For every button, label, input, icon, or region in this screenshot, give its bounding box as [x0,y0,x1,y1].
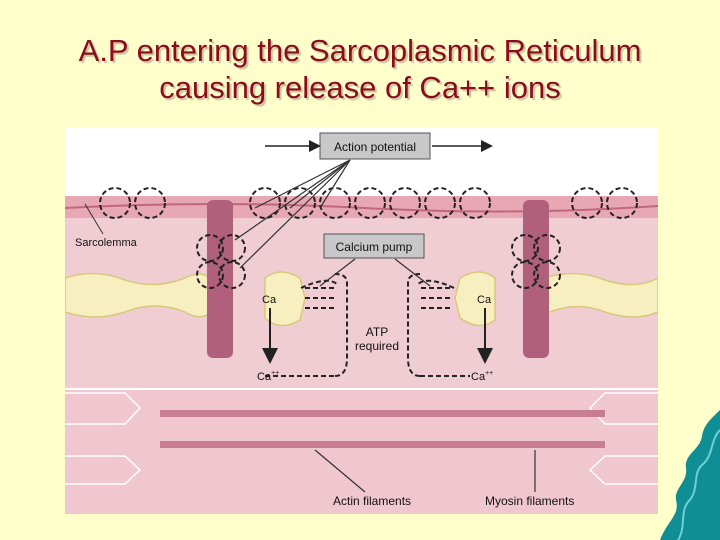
t-tubule-right [523,200,549,358]
sarcolemma-label: Sarcolemma [75,237,138,249]
action-potential-label: Action potential [334,140,416,154]
action-potential-label-box [319,132,431,160]
calcium-pump-label: Calcium pump [336,240,413,254]
title-line-2: causing release of Ca++ ions [159,70,561,105]
title-line-1: A.P entering the Sarcoplasmic Reticulum [78,33,642,68]
ca-right-label: Ca [477,294,492,306]
action-potential-circles [99,187,638,289]
actin-filaments-label: Actin filaments [333,494,411,508]
ca-ion-left-label: Ca++ [257,370,279,383]
filament-pointer-lines [314,449,536,493]
calcium-pump-label-box [323,233,425,259]
atp-required-label: required [355,339,399,353]
ca-left-label: Ca [262,294,277,306]
muscle-fiber-diagram: Action potential Sarcolemma Calcium pump… [65,128,658,514]
action-potential-pointer-lines [234,159,351,269]
corner-wave-decoration [660,410,720,540]
actin-filament-lower [160,441,605,448]
myosin-filaments-label: Myosin filaments [485,494,574,508]
slide-title: A.P entering the Sarcoplasmic Reticulum … [0,32,720,106]
actin-filament-upper [160,410,605,417]
calcium-pump-arrows [265,273,470,377]
ca-ion-right-label: Ca++ [471,370,493,383]
atp-label: ATP [366,325,388,339]
